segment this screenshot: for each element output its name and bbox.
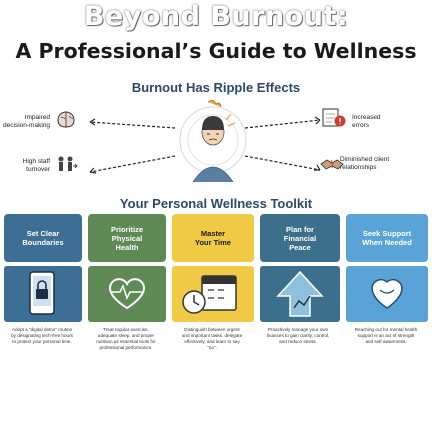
- ripple-effects-diagram: Impaired decision-making High staff turn…: [0, 96, 432, 190]
- calendar-clock-icon: [172, 266, 254, 322]
- ripple-section-title: Burnout Has Ripple Effects: [131, 80, 301, 95]
- toolkit-descriptions: Adopt a "digital detox" routine by desig…: [0, 327, 432, 427]
- desc-time: Distinguish between urgent and important…: [181, 327, 243, 350]
- desc-physical-health: Treat regular exercise, adequate sleep, …: [96, 327, 156, 350]
- people-leaving-icon: [58, 156, 78, 171]
- arrow-to-errors: [244, 116, 321, 171]
- desc-financial: Proactively manage your own finances to …: [266, 327, 330, 344]
- tile-boundaries-label: Set Clear Boundaries: [22, 229, 64, 247]
- tile-financial: Plan for Financial Peace: [260, 214, 340, 262]
- arrow-to-impaired: [89, 118, 176, 174]
- tile-financial-label: Plan for Financial Peace: [283, 224, 317, 252]
- tile-physical-health: Prioritize Physical Health: [88, 214, 166, 262]
- burnout-person-illustration: [179, 100, 247, 182]
- desc-boundaries: Adopt a "digital detox" routine by desig…: [11, 327, 73, 344]
- tile-support: Seek Support When Needed: [346, 214, 428, 262]
- page-subtitle: A Professional’s Guide to Wellness: [15, 39, 417, 63]
- effect-impaired-decisions: Impaired decision-making: [3, 114, 50, 129]
- effect-staff-turnover: High staff turnover: [22, 158, 50, 173]
- phone-lock-icon: [4, 266, 82, 322]
- effect-increased-errors: Increased errors: [352, 114, 381, 129]
- tile-time: Master Your Time: [172, 214, 254, 262]
- effect-diminished-relationships: Diminished client relationships: [340, 156, 390, 171]
- toolkit-icons: [0, 266, 432, 324]
- tile-boundaries: Set Clear Boundaries: [4, 214, 82, 262]
- toolkit-section-title: Your Personal Wellness Toolkit: [119, 196, 313, 211]
- broken-handshake-icon: [320, 159, 344, 170]
- tile-support-label: Seek Support When Needed: [362, 229, 412, 247]
- financial-growth-icon: [260, 266, 340, 322]
- tile-physical-health-label: Prioritize Physical Health: [110, 224, 144, 252]
- error-warning-icon: [322, 108, 346, 127]
- health-heartbeat-icon: [88, 266, 166, 322]
- toolkit-tiles: Set Clear Boundaries Prioritize Physical…: [0, 214, 432, 266]
- support-heart-icon: [346, 266, 428, 322]
- broken-brain-icon: [57, 111, 75, 128]
- tile-time-label: Master Your Time: [195, 229, 231, 247]
- desc-support: Reaching out for mental health support i…: [354, 327, 418, 344]
- page-title: Beyond Burnout:: [83, 1, 349, 32]
- header: Beyond Burnout: A Professional’s Guide t…: [0, 0, 432, 78]
